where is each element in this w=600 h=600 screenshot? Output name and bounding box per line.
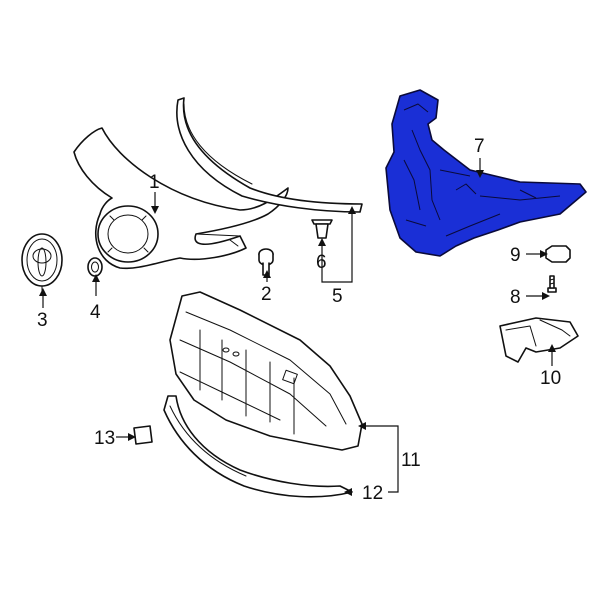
leader-arrowheads [39,170,556,496]
callout-4: 4 [90,302,101,323]
part-10-duct[interactable] [499,317,579,363]
callout-13: 13 [94,428,115,449]
emblem-ring-inner [107,214,149,254]
callout-10: 10 [540,368,561,389]
part-5-upper-molding[interactable] [176,97,363,213]
part-9-nut[interactable] [545,245,571,263]
callout-labels: 1 2 3 4 5 6 7 9 8 10 11 12 13 [37,136,561,504]
part-7-bracket[interactable] [385,89,587,257]
callout-8-nine: 9 [510,245,521,266]
callout-12: 12 [362,483,383,504]
part-3-emblem[interactable] [21,233,63,293]
callout-6: 6 [316,252,327,273]
part-13-cap[interactable] [133,425,153,445]
part-4-washer[interactable] [87,257,103,277]
emblem-ring [97,205,159,263]
callout-11: 11 [401,450,421,471]
callout-8: 8 [510,287,521,308]
part-11-lower-grille[interactable] [169,291,363,451]
part-12-lower-molding[interactable] [163,395,353,498]
callout-2: 2 [261,284,272,305]
part-6-clip[interactable] [311,219,333,239]
callout-5: 5 [332,286,343,307]
part-8-screw[interactable] [547,275,557,293]
part-1-upper-grille-cover[interactable] [73,127,289,270]
callout-7: 7 [474,136,485,157]
part-2-bolt[interactable] [258,248,274,276]
callout-1: 1 [149,172,160,193]
callout-3: 3 [37,310,48,331]
